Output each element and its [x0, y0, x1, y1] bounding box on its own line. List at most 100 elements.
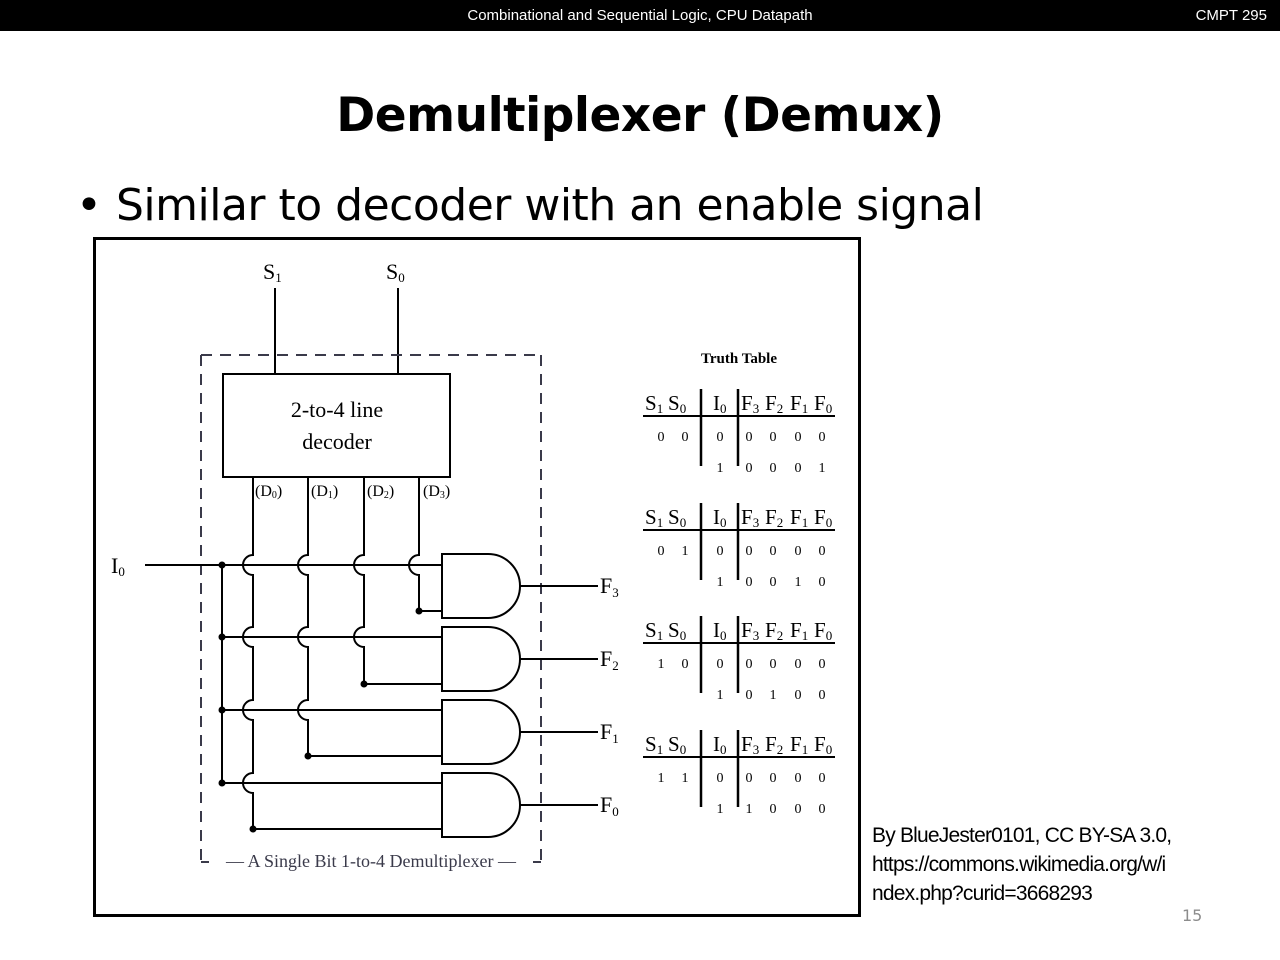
truth-table-cell: 0 [770, 430, 777, 445]
truth-table-header: F3 [741, 732, 759, 757]
truth-table-header: F1 [790, 391, 808, 416]
truth-table-header: F2 [765, 732, 783, 757]
truth-table-cell: 0 [746, 430, 753, 445]
truth-table-cell: 0 [682, 657, 689, 672]
and-gate-f1 [441, 699, 521, 765]
truth-table-cell: 0 [746, 575, 753, 590]
truth-table-header: S0 [668, 732, 686, 757]
truth-table-cell: 1 [658, 657, 665, 672]
truth-table-header: F1 [790, 505, 808, 530]
credit-line[interactable]: https://commons.wikimedia.org/w/i [872, 853, 1166, 876]
truth-table-cell: 0 [682, 430, 689, 445]
truth-table-header: S0 [668, 618, 686, 643]
truth-table-cell: 0 [717, 430, 724, 445]
truth-table-cell: 1 [682, 544, 689, 559]
and-gate-f2 [441, 626, 521, 692]
i0-label: I0 [111, 553, 125, 579]
f2-label: F2 [600, 646, 619, 673]
truth-table-header: F0 [814, 505, 832, 530]
truth-table-header: F2 [765, 618, 783, 643]
demux-boundary [200, 354, 542, 863]
truth-table-header: F0 [814, 391, 832, 416]
truth-table-header: F3 [741, 505, 759, 530]
truth-table-cell: 0 [770, 802, 777, 817]
truth-table-cell: 0 [746, 657, 753, 672]
truth-table-header: I0 [713, 732, 727, 757]
decoder-block [222, 373, 451, 478]
d1-label: (D1) [311, 483, 338, 501]
truth-table-cell: 0 [819, 544, 826, 559]
and-gate-f0 [441, 772, 521, 838]
d2-wire [353, 477, 365, 684]
truth-table-cell: 1 [717, 802, 724, 817]
truth-table-cell: 1 [717, 688, 724, 703]
truth-table-header: I0 [713, 391, 727, 416]
demux-figure: S1 S0 2-to-4 line decoder (D0) (D1) (D2)… [93, 237, 861, 917]
truth-table-cell: 0 [717, 657, 724, 672]
truth-table-header: S1 [645, 732, 663, 757]
truth-table-header: S0 [668, 505, 686, 530]
figure-caption: — A Single Bit 1-to-4 Demultiplexer — [225, 851, 517, 871]
page-number: 15 [1182, 906, 1203, 925]
d0-label: (D0) [255, 483, 282, 501]
truth-table-cell: 0 [795, 544, 802, 559]
truth-table-cell: 0 [770, 544, 777, 559]
bullet-text: Similar to decoder with an enable signal [116, 180, 984, 231]
truth-table-header: S1 [645, 618, 663, 643]
decoder-label-line1: 2-to-4 line [291, 397, 383, 422]
truth-table-cell: 1 [682, 771, 689, 786]
s0-label: S0 [386, 259, 405, 285]
d0-wire [242, 477, 254, 829]
f3-label: F3 [600, 573, 619, 600]
credit-line[interactable]: ndex.php?curid=3668293 [872, 882, 1093, 905]
truth-table-header: F3 [741, 618, 759, 643]
truth-table-cell: 0 [746, 771, 753, 786]
truth-table-header: F0 [814, 618, 832, 643]
truth-table-header: F0 [814, 732, 832, 757]
truth-table-header: S0 [668, 391, 686, 416]
truth-table-header: F2 [765, 505, 783, 530]
d1-wire [297, 477, 309, 756]
bullet-item: • Similar to decoder with an enable signa… [76, 180, 984, 231]
truth-table-header: F2 [765, 391, 783, 416]
truth-table-cell: 0 [746, 461, 753, 476]
truth-table-cell: 0 [819, 802, 826, 817]
demux-diagram: S1 S0 2-to-4 line decoder (D0) (D1) (D2)… [111, 259, 835, 871]
truth-table-cell: 1 [795, 575, 802, 590]
truth-table-cell: 0 [770, 771, 777, 786]
wiring [145, 477, 598, 838]
bullet-marker: • [76, 180, 102, 231]
truth-table-cell: 0 [819, 657, 826, 672]
course-code: CMPT 295 [1195, 7, 1267, 24]
truth-table-cell: 0 [746, 688, 753, 703]
decoder-label-line2: decoder [302, 429, 372, 454]
truth-table-header: F1 [790, 618, 808, 643]
credit-line: By BlueJester0101, CC BY-SA 3.0, [872, 824, 1172, 847]
truth-table-cell: 0 [746, 544, 753, 559]
slide-header-bar: Combinational and Sequential Logic, CPU … [0, 0, 1280, 31]
truth-table-cell: 1 [770, 688, 777, 703]
truth-table-header: F3 [741, 391, 759, 416]
truth-table-cell: 0 [795, 771, 802, 786]
truth-table-header: F1 [790, 732, 808, 757]
truth-table-header: S1 [645, 505, 663, 530]
d3-wire [408, 477, 420, 611]
s1-label: S1 [263, 259, 282, 285]
truth-table-cell: 0 [717, 771, 724, 786]
truth-table-header: S1 [645, 391, 663, 416]
truth-table-cell: 0 [795, 461, 802, 476]
truth-table-cell: 0 [795, 657, 802, 672]
truth-table-cell: 1 [658, 771, 665, 786]
truth-table-cell: 0 [717, 544, 724, 559]
truth-table-cell: 0 [819, 688, 826, 703]
truth-table-cell: 0 [770, 575, 777, 590]
truth-table-cell: 1 [819, 461, 826, 476]
d3-label: (D3) [423, 483, 450, 501]
truth-table-title: Truth Table [701, 351, 777, 367]
truth-table-cell: 1 [717, 461, 724, 476]
